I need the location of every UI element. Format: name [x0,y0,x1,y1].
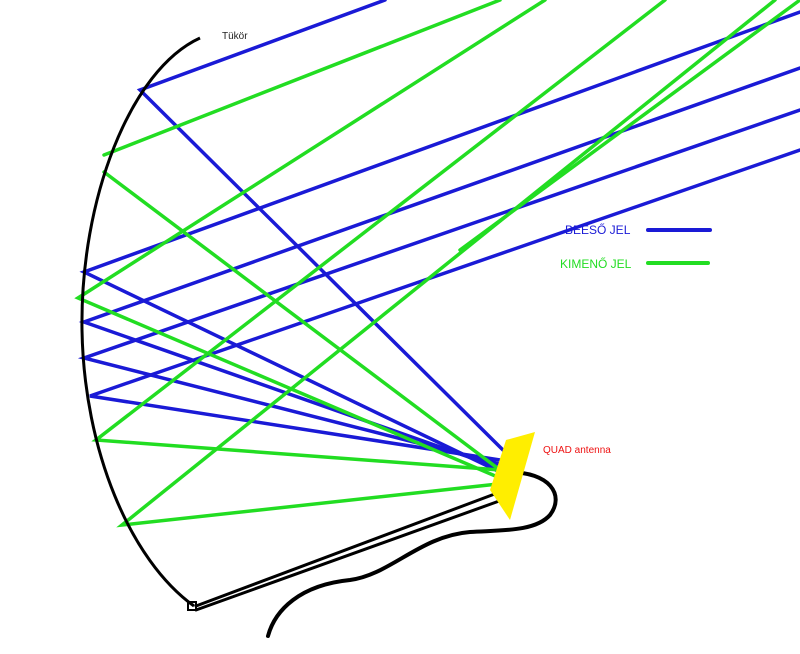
incoming-rays [77,0,800,474]
legend-incoming-label: BEESŐ JEL [565,222,631,237]
mirror-label: Tükör [222,31,248,42]
feed-cable [266,470,558,638]
quad-antenna [490,432,535,520]
outgoing-ray [116,0,777,528]
legend-outgoing-label: KIMENŐ JEL [560,256,632,271]
outgoing-ray [458,0,800,252]
mirror-curve [80,36,201,608]
outgoing-ray [74,0,547,480]
antenna-boom [194,490,504,612]
outgoing-ray [102,170,502,472]
outgoing-ray [102,0,502,157]
incoming-ray [136,0,507,454]
antenna-label: QUAD antenna [543,445,611,456]
incoming-ray [89,148,800,462]
